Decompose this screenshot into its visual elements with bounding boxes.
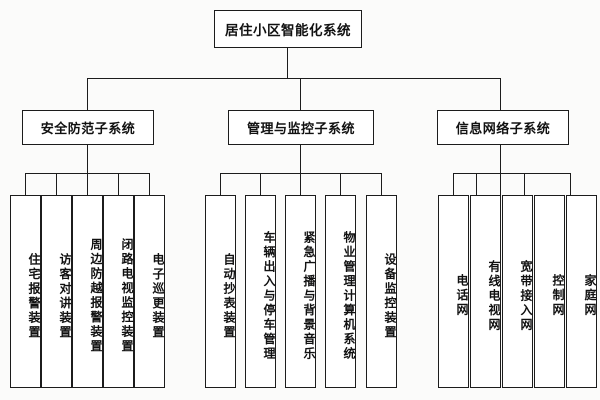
subsystem-management[interactable]: 管理与监控子系统 <box>228 110 374 145</box>
connector-network-leaf-1 <box>453 173 455 195</box>
leaf-home-alarm[interactable]: 住宅报警装置 <box>10 195 41 388</box>
subsystem-network[interactable]: 信息网络子系统 <box>437 110 569 145</box>
leaf-electronic-patrol[interactable]: 电子巡更装置 <box>134 195 165 388</box>
leaf-perimeter-alarm[interactable]: 周边防越报警装置 <box>72 195 103 388</box>
connector-management-leaf-1 <box>220 173 222 195</box>
connector-network-leaf-5 <box>570 173 572 195</box>
leaf-auto-meter-reading[interactable]: 自动抄表装置 <box>205 195 236 388</box>
leaf-broadcast-music[interactable]: 紧急广播与背景音乐 <box>285 195 316 388</box>
connector-security-leaf-2 <box>56 173 58 195</box>
connector-network-stem <box>500 145 502 173</box>
connector-security-leaf-1 <box>25 173 27 195</box>
leaf-cctv-monitor[interactable]: 闭路电视监控装置 <box>103 195 134 388</box>
connector-management-stem <box>300 145 302 173</box>
connector-level1-bus <box>87 78 501 80</box>
connector-security-leaf-5 <box>149 173 151 195</box>
leaf-vehicle-parking[interactable]: 车辆出入与停车管理 <box>245 195 276 388</box>
connector-network-leaf-2 <box>476 173 478 195</box>
leaf-visitor-intercom[interactable]: 访客对讲装置 <box>41 195 72 388</box>
connector-network-leaf-3 <box>500 173 502 195</box>
connector-drop-management <box>300 78 302 110</box>
connector-management-leaf-5 <box>381 173 383 195</box>
connector-security-leaf-3 <box>87 173 89 195</box>
leaf-telephone-network[interactable]: 电话网 <box>438 195 469 388</box>
connector-root-stem <box>287 48 289 78</box>
leaf-cable-tv-network[interactable]: 有线电视网 <box>470 195 501 388</box>
leaf-home-network[interactable]: 家庭网 <box>566 195 597 388</box>
leaf-broadband-network[interactable]: 宽带接入网 <box>502 195 533 388</box>
leaf-equipment-monitor[interactable]: 设备监控装置 <box>366 195 397 388</box>
connector-network-bus <box>453 173 570 175</box>
connector-drop-security <box>87 78 89 110</box>
subsystem-security[interactable]: 安全防范子系统 <box>22 110 154 145</box>
connector-management-leaf-3 <box>300 173 302 195</box>
connector-network-leaf-4 <box>524 173 526 195</box>
connector-drop-network <box>500 78 502 110</box>
connector-security-stem <box>87 145 89 173</box>
leaf-control-network[interactable]: 控制网 <box>534 195 565 388</box>
root-node[interactable]: 居住小区智能化系统 <box>214 10 362 48</box>
connector-management-leaf-2 <box>260 173 262 195</box>
leaf-property-computer[interactable]: 物业管理计算机系统 <box>325 195 356 388</box>
connector-security-leaf-4 <box>118 173 120 195</box>
connector-management-leaf-4 <box>340 173 342 195</box>
